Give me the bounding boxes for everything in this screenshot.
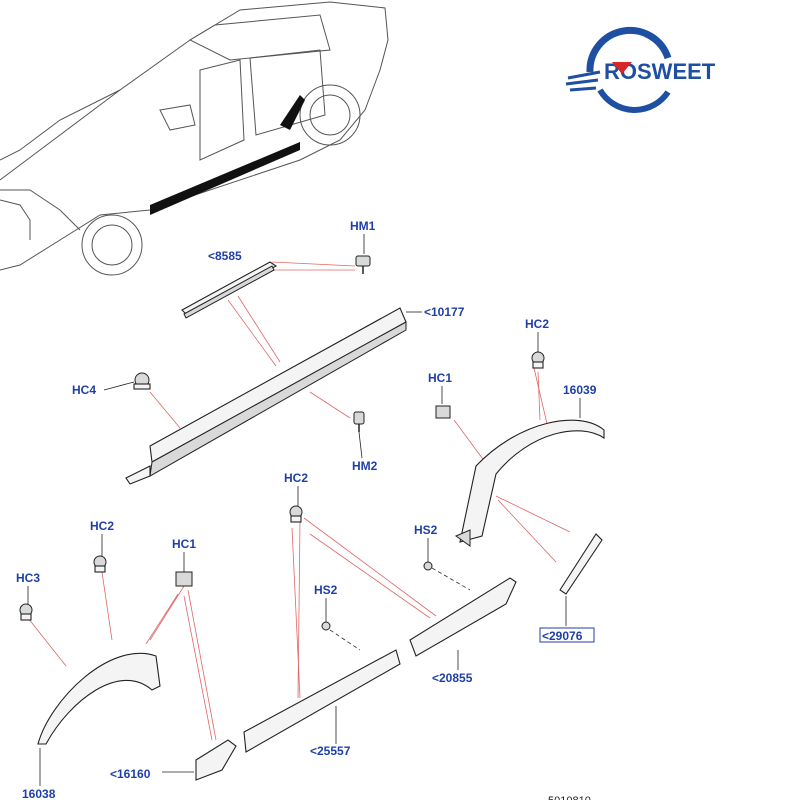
clip-icon-hc3 [19, 603, 33, 621]
logo-speed-lines [565, 70, 601, 92]
logo-swoosh-bottom [597, 88, 671, 113]
clip-icon-hm1 [355, 255, 371, 274]
callout-ticks [27, 234, 581, 786]
trim-end-cap-16160 [195, 739, 237, 781]
reference-number: 5010810 [548, 795, 591, 800]
logo-accent [612, 62, 632, 74]
callout-29076-box [539, 627, 595, 643]
fastener-line-hs2-middle [329, 629, 361, 651]
callout-hc2-middle[interactable]: HC2 [284, 471, 308, 485]
fastener-line-hs2-right [431, 567, 471, 591]
callout-29076[interactable]: <29076 [542, 629, 583, 643]
callout-hc2-top[interactable]: HC2 [525, 317, 549, 331]
logo-swoosh-top [586, 26, 672, 73]
vehicle-illustration [0, 1, 389, 276]
leader-lines [27, 261, 571, 741]
logo-text-bg [602, 60, 764, 82]
clip-icon-hs2-right [423, 561, 433, 571]
door-moulding-front-25557 [243, 649, 401, 753]
callout-hc1-left[interactable]: HC1 [172, 537, 196, 551]
rocker-panel-10177 [125, 307, 407, 485]
clip-icon-hc2-left [93, 555, 107, 573]
clip-icon-hc2-middle [289, 505, 303, 523]
callout-hc3[interactable]: HC3 [16, 571, 40, 585]
clip-icon-hm2 [353, 411, 365, 432]
callout-hm2[interactable]: HM2 [352, 459, 378, 473]
clip-icon-hc1-left [175, 571, 193, 587]
rosweet-logo: ROSWEET [565, 26, 764, 113]
callout-8585[interactable]: <8585 [208, 249, 242, 263]
wheel-arch-rear-16039 [454, 419, 605, 547]
callout-25557[interactable]: <25557 [310, 744, 351, 758]
clip-icon-hs2-middle [321, 621, 331, 631]
callout-hs2-right[interactable]: HS2 [414, 523, 438, 537]
callout-10177[interactable]: <10177 [424, 305, 465, 319]
callout-16038[interactable]: 16038 [22, 787, 56, 800]
callout-hc1-right[interactable]: HC1 [428, 371, 452, 385]
vehicle-sill-highlight [150, 142, 300, 215]
callout-hs2-middle[interactable]: HS2 [314, 583, 338, 597]
clip-icon-hc1-right [435, 405, 451, 419]
arch-extension-29076 [559, 533, 603, 595]
callout-hc4[interactable]: HC4 [72, 383, 96, 397]
door-moulding-rear-20855 [409, 577, 517, 657]
callout-20855[interactable]: <20855 [432, 671, 473, 685]
wheel-arch-front-16038 [37, 652, 161, 745]
callout-16160[interactable]: <16160 [110, 767, 151, 781]
callout-hc2-left[interactable]: HC2 [90, 519, 114, 533]
vehicle-arch-highlight [280, 95, 305, 130]
clip-icon-hc4 [133, 372, 151, 390]
clip-icon-hc2-top [531, 351, 545, 369]
callout-16039[interactable]: 16039 [563, 383, 597, 397]
sill-trim-strip-8585 [181, 261, 278, 319]
callout-hm1[interactable]: HM1 [350, 219, 376, 233]
